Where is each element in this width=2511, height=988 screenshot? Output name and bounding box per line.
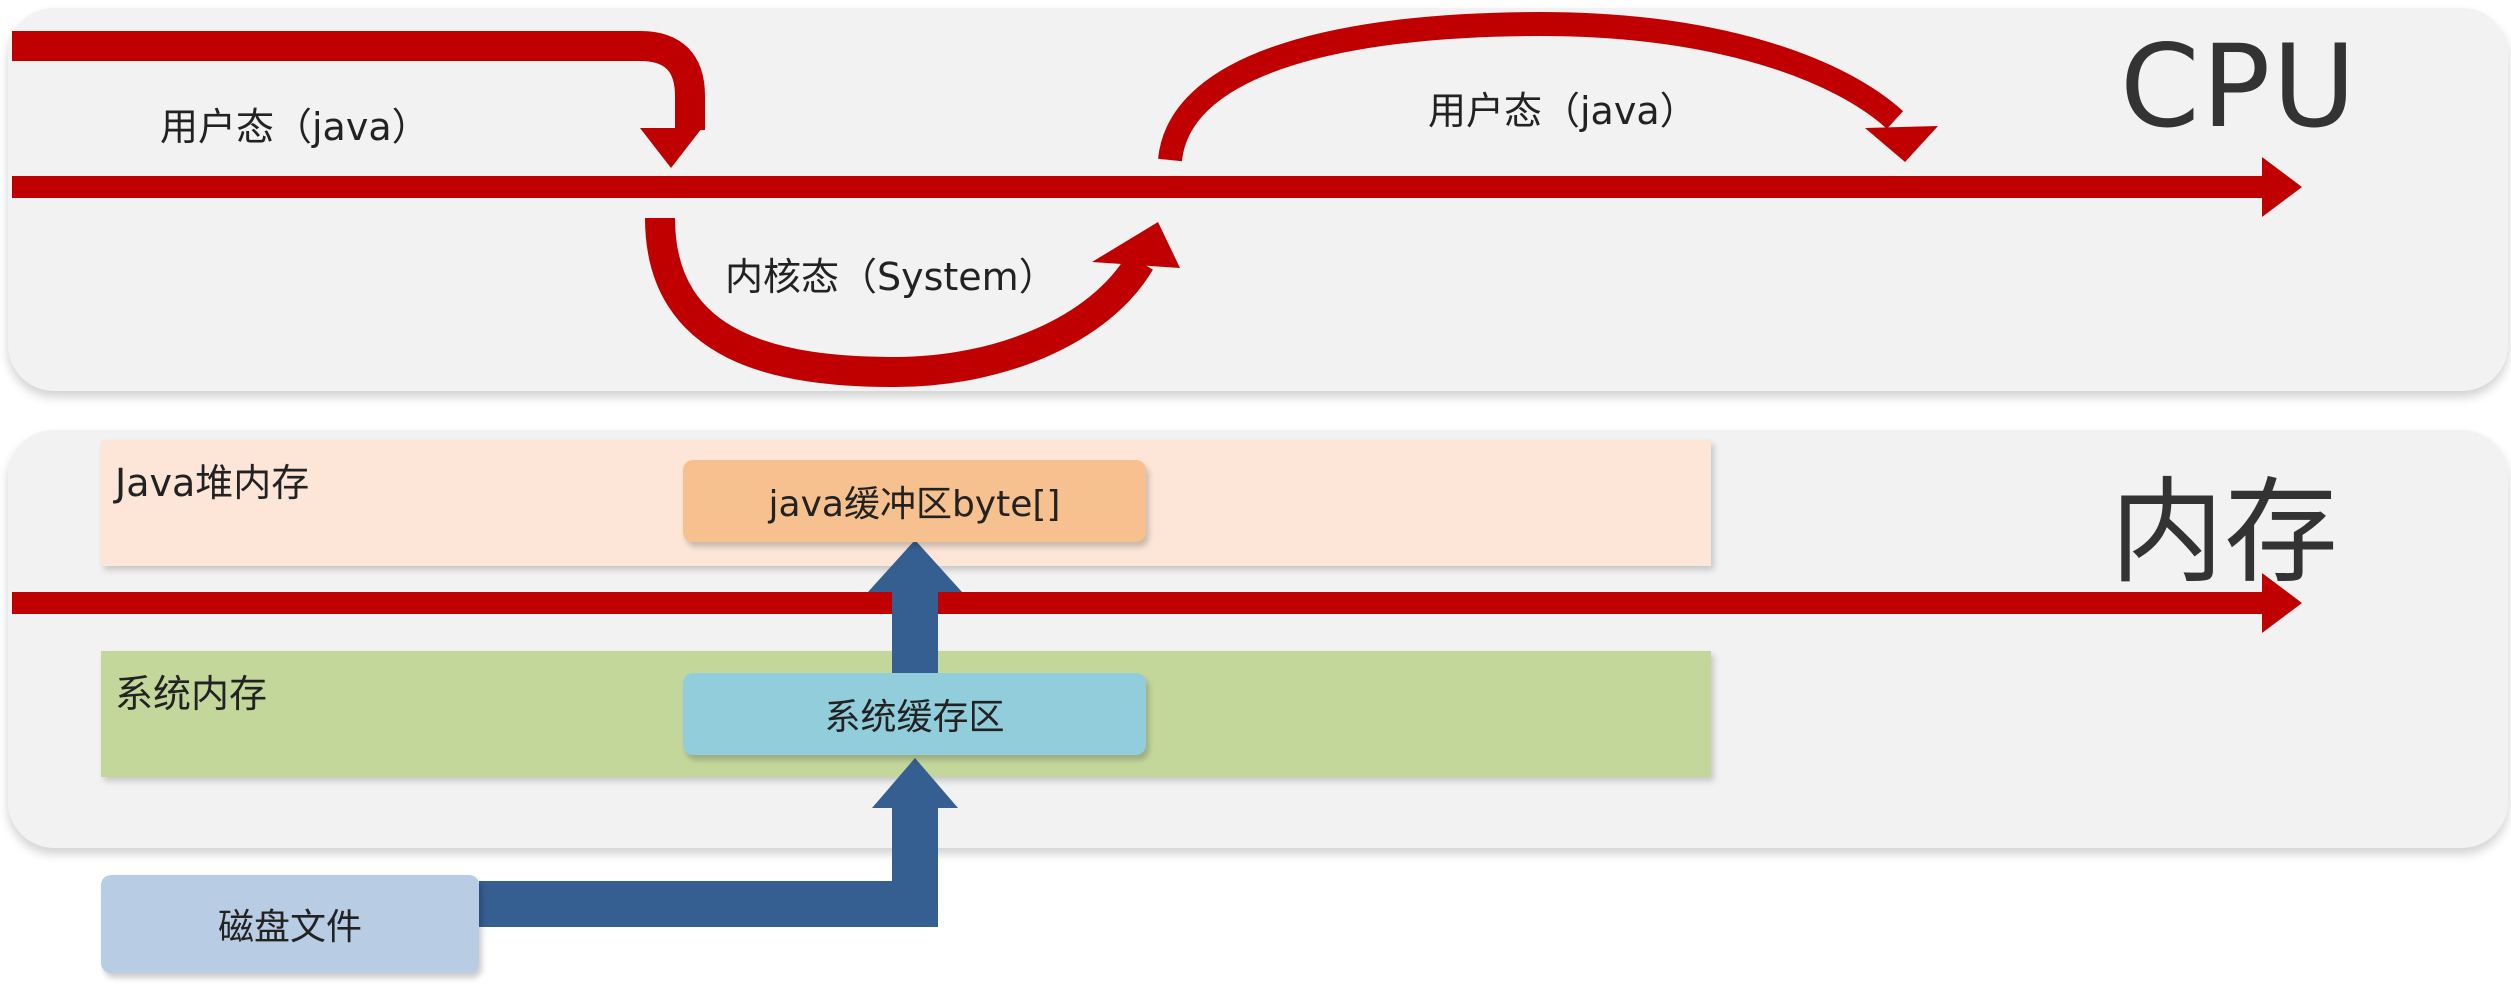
java-heap-label: Java堆内存: [115, 461, 310, 505]
kernel-mode-arrow: [645, 217, 1180, 388]
kernel-mode-label: 内核态（System）: [725, 255, 1057, 299]
memory-title: 内存: [2110, 466, 2339, 599]
system-memory-label: 系统内存: [115, 672, 268, 716]
disk-file-box: 磁盘文件: [101, 875, 479, 973]
memory-timeline-arrow: [12, 573, 2302, 633]
system-cache-box: 系统缓存区: [683, 673, 1146, 755]
user-mode-label-2: 用户态（java）: [1428, 89, 1698, 133]
user-mode-arrow-2: [1158, 11, 1938, 162]
data-flow-arrow: [479, 540, 962, 927]
cpu-title: CPU: [2120, 20, 2358, 153]
cpu-timeline-arrow: [12, 157, 2302, 217]
java-buffer-box: java缓冲区byte[]: [683, 460, 1146, 542]
user-mode-label-1: 用户态（java）: [160, 105, 430, 149]
user-mode-arrow-1: [12, 31, 705, 168]
